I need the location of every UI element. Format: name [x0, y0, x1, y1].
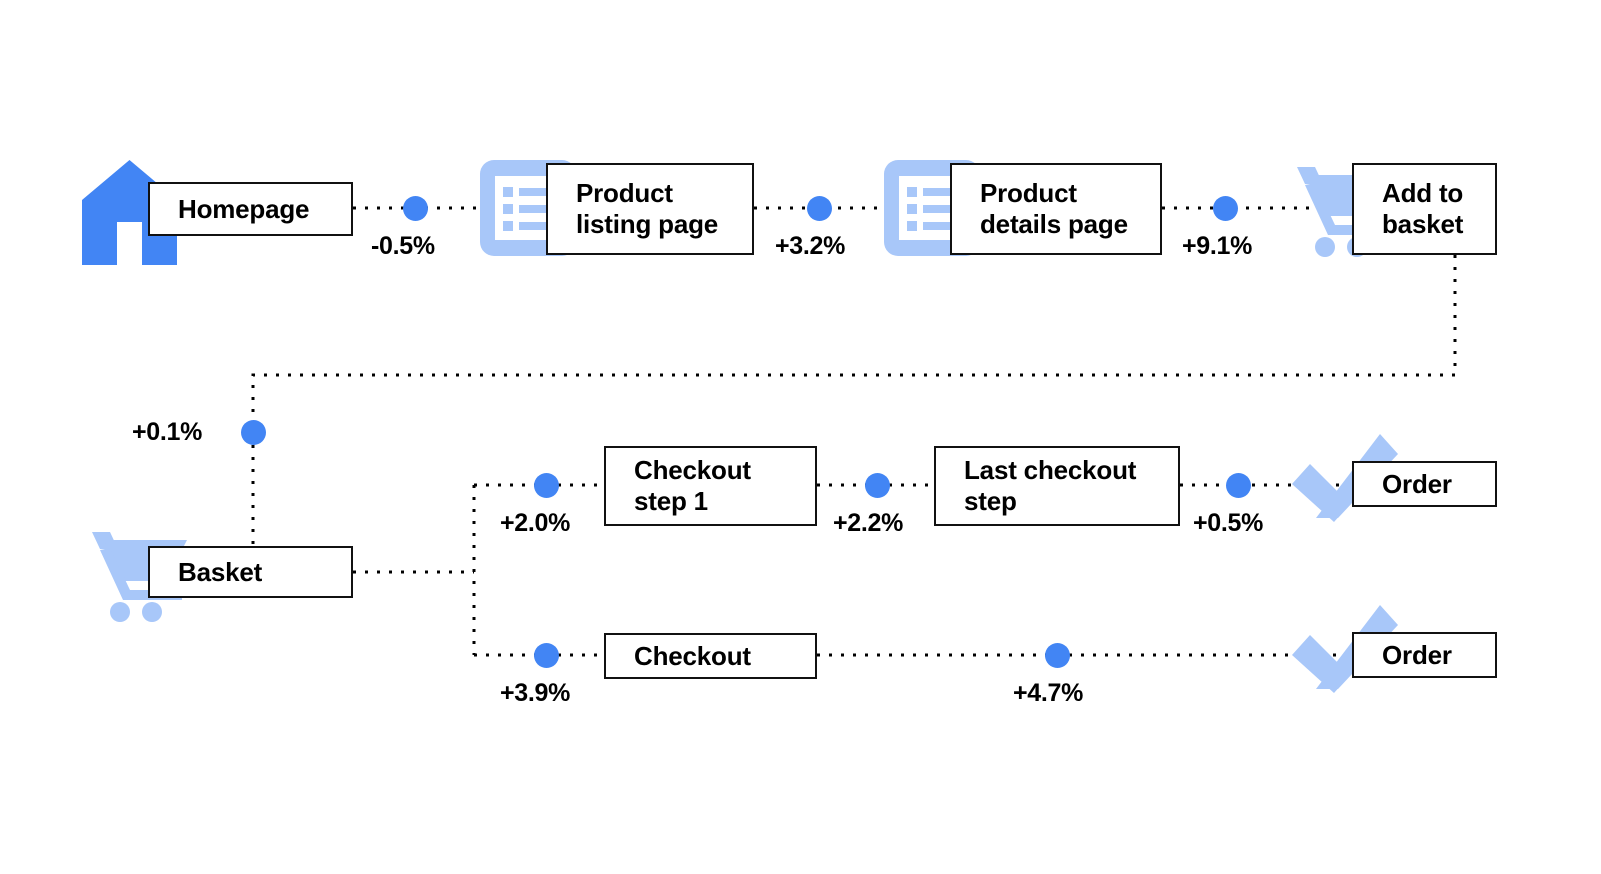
node-label-basket: Basket: [178, 556, 263, 587]
node-basket[interactable]: Basket: [148, 546, 353, 598]
transition-delta-t8: +3.9%: [500, 679, 571, 707]
transition-delta-t3: +9.1%: [1182, 232, 1253, 260]
transition-delta-t2: +3.2%: [775, 232, 846, 260]
node-homepage[interactable]: Homepage: [148, 182, 353, 236]
transition-delta-t4: +0.1%: [132, 418, 203, 446]
node-label-order-bottom: Order: [1382, 639, 1452, 670]
node-order-top[interactable]: Order: [1352, 461, 1497, 507]
transition-delta-t1: -0.5%: [371, 232, 435, 260]
transition-dot-t7[interactable]: [1225, 472, 1251, 498]
transition-delta-t6: +2.2%: [833, 509, 904, 537]
node-label-order-top: Order: [1382, 468, 1452, 499]
node-product-listing[interactable]: Product listing page: [546, 163, 754, 255]
transition-dot-t9[interactable]: [1044, 642, 1070, 668]
w-cart-to-basket: [251, 255, 1457, 546]
transition-dot-t3[interactable]: [1212, 195, 1238, 221]
node-label-checkout-step-1: Checkout step 1: [634, 455, 751, 516]
transition-dot-t6[interactable]: [864, 472, 890, 498]
node-checkout-step-1[interactable]: Checkout step 1: [604, 446, 817, 526]
node-label-add-to-basket: Add to basket: [1382, 178, 1464, 239]
transition-dot-t8[interactable]: [533, 642, 559, 668]
node-label-last-checkout: Last checkout step: [964, 455, 1137, 516]
node-order-bottom[interactable]: Order: [1352, 632, 1497, 678]
node-label-checkout: Checkout: [634, 640, 751, 671]
transition-dot-t1[interactable]: [402, 195, 428, 221]
transition-delta-t7: +0.5%: [1193, 509, 1264, 537]
node-add-to-basket[interactable]: Add to basket: [1352, 163, 1497, 255]
node-label-product-listing: Product listing page: [576, 178, 719, 239]
transition-dot-t2[interactable]: [806, 195, 832, 221]
transition-delta-t9: +4.7%: [1013, 679, 1084, 707]
transition-delta-t5: +2.0%: [500, 509, 571, 537]
node-label-product-details: Product details page: [980, 178, 1128, 239]
node-label-homepage: Homepage: [178, 193, 310, 224]
transition-dot-t4[interactable]: [240, 419, 266, 445]
transition-dot-t5[interactable]: [533, 472, 559, 498]
node-last-checkout[interactable]: Last checkout step: [934, 446, 1180, 526]
node-checkout[interactable]: Checkout: [604, 633, 817, 679]
node-product-details[interactable]: Product details page: [950, 163, 1162, 255]
checkmark-icon: [1290, 603, 1400, 707]
